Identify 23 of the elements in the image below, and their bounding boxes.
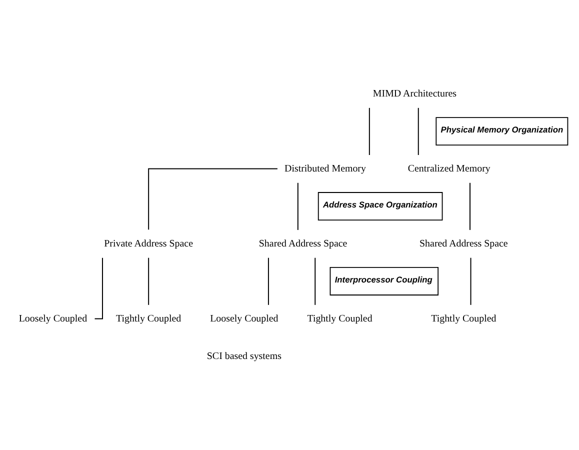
node-box: Address Space Organization: [318, 192, 443, 220]
node-text: Shared Address Space: [420, 238, 508, 250]
connector: [297, 182, 298, 230]
node-box: Physical Memory Organization: [436, 117, 568, 146]
node-text: Loosely Coupled: [18, 313, 88, 324]
node-text: MIMD Architectures: [372, 88, 457, 100]
node-text: Distributed Memory: [284, 163, 366, 174]
connector: [268, 257, 269, 306]
connector: [470, 257, 472, 306]
node-text: Tightly Coupled: [116, 313, 182, 324]
connector: [368, 107, 370, 156]
node-text: Private Address Space: [104, 238, 194, 250]
node-text: Centralized Memory: [408, 163, 490, 174]
node-text: Tightly Coupled: [431, 313, 496, 324]
connector: [148, 168, 278, 230]
node-text: Loosely Coupled: [210, 313, 278, 324]
label: SCI based systems: [206, 350, 282, 362]
node-text: Shared Address Space: [258, 238, 348, 250]
connector: [148, 257, 150, 306]
node-box: Interprocessor Coupling: [330, 267, 439, 296]
connector: [418, 107, 419, 156]
node-text: Tightly Coupled: [307, 313, 372, 324]
connector: [314, 257, 316, 306]
